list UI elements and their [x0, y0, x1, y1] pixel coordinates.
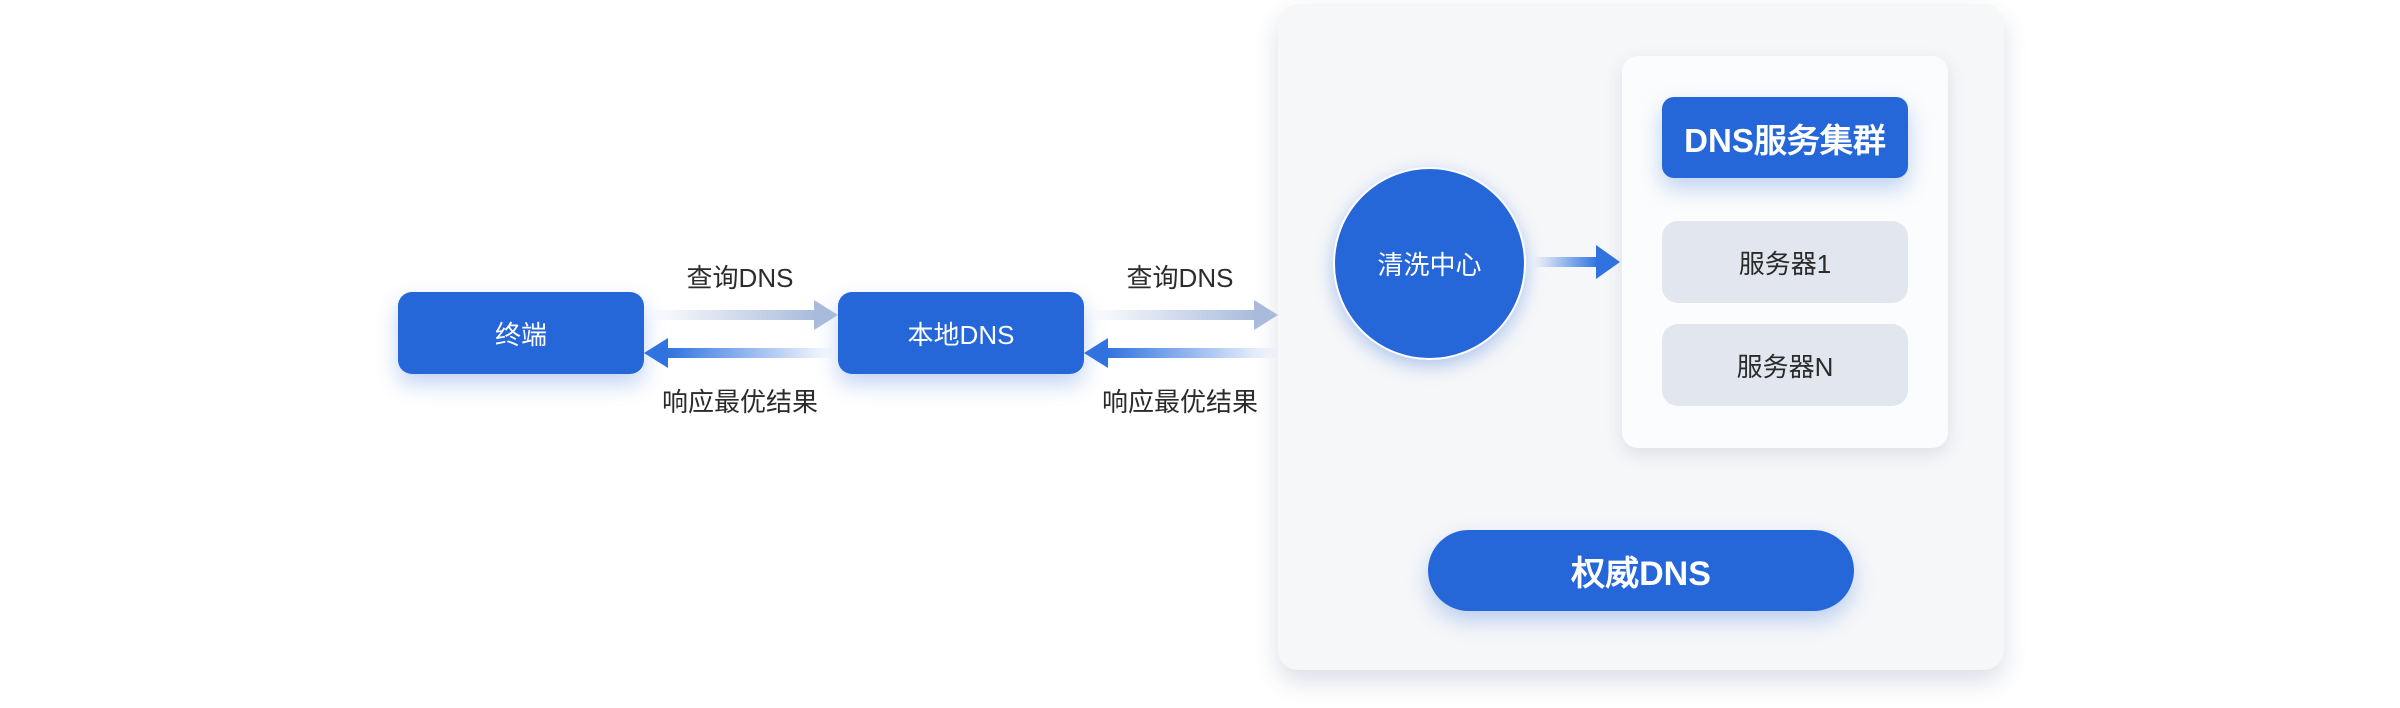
query-arrow-2	[1088, 300, 1278, 330]
response-label-1: 响应最优结果	[661, 387, 819, 417]
authoritative-dns-node: 权威DNS	[1428, 530, 1854, 611]
local-dns-node: 本地DNS	[838, 292, 1084, 374]
dns-cluster-title-text: DNS服务集群	[1684, 121, 1886, 159]
response-label-2: 响应最优结果	[1101, 387, 1259, 417]
query-dns-label-2: 查询DNS	[1126, 263, 1234, 293]
cleaning-center-node: 清洗中心	[1333, 167, 1526, 360]
query-arrow-1	[648, 300, 838, 330]
dns-cluster-title: DNS服务集群	[1662, 97, 1908, 178]
server-n-box: 服务器N	[1662, 324, 1908, 406]
server-n-label: 服务器N	[1736, 351, 1834, 382]
center-to-cluster-arrow	[1534, 245, 1620, 279]
terminal-label: 终端	[494, 319, 547, 350]
server-1-box: 服务器1	[1662, 221, 1908, 303]
terminal-node: 终端	[398, 292, 644, 374]
local-dns-label: 本地DNS	[907, 319, 1015, 350]
authoritative-dns-label: 权威DNS	[1571, 555, 1711, 593]
response-arrow-2	[1084, 338, 1278, 368]
response-arrow-1	[644, 338, 834, 368]
query-dns-label-1: 查询DNS	[686, 263, 794, 293]
server-1-label: 服务器1	[1738, 248, 1832, 279]
cleaning-center-label: 清洗中心	[1377, 250, 1482, 280]
